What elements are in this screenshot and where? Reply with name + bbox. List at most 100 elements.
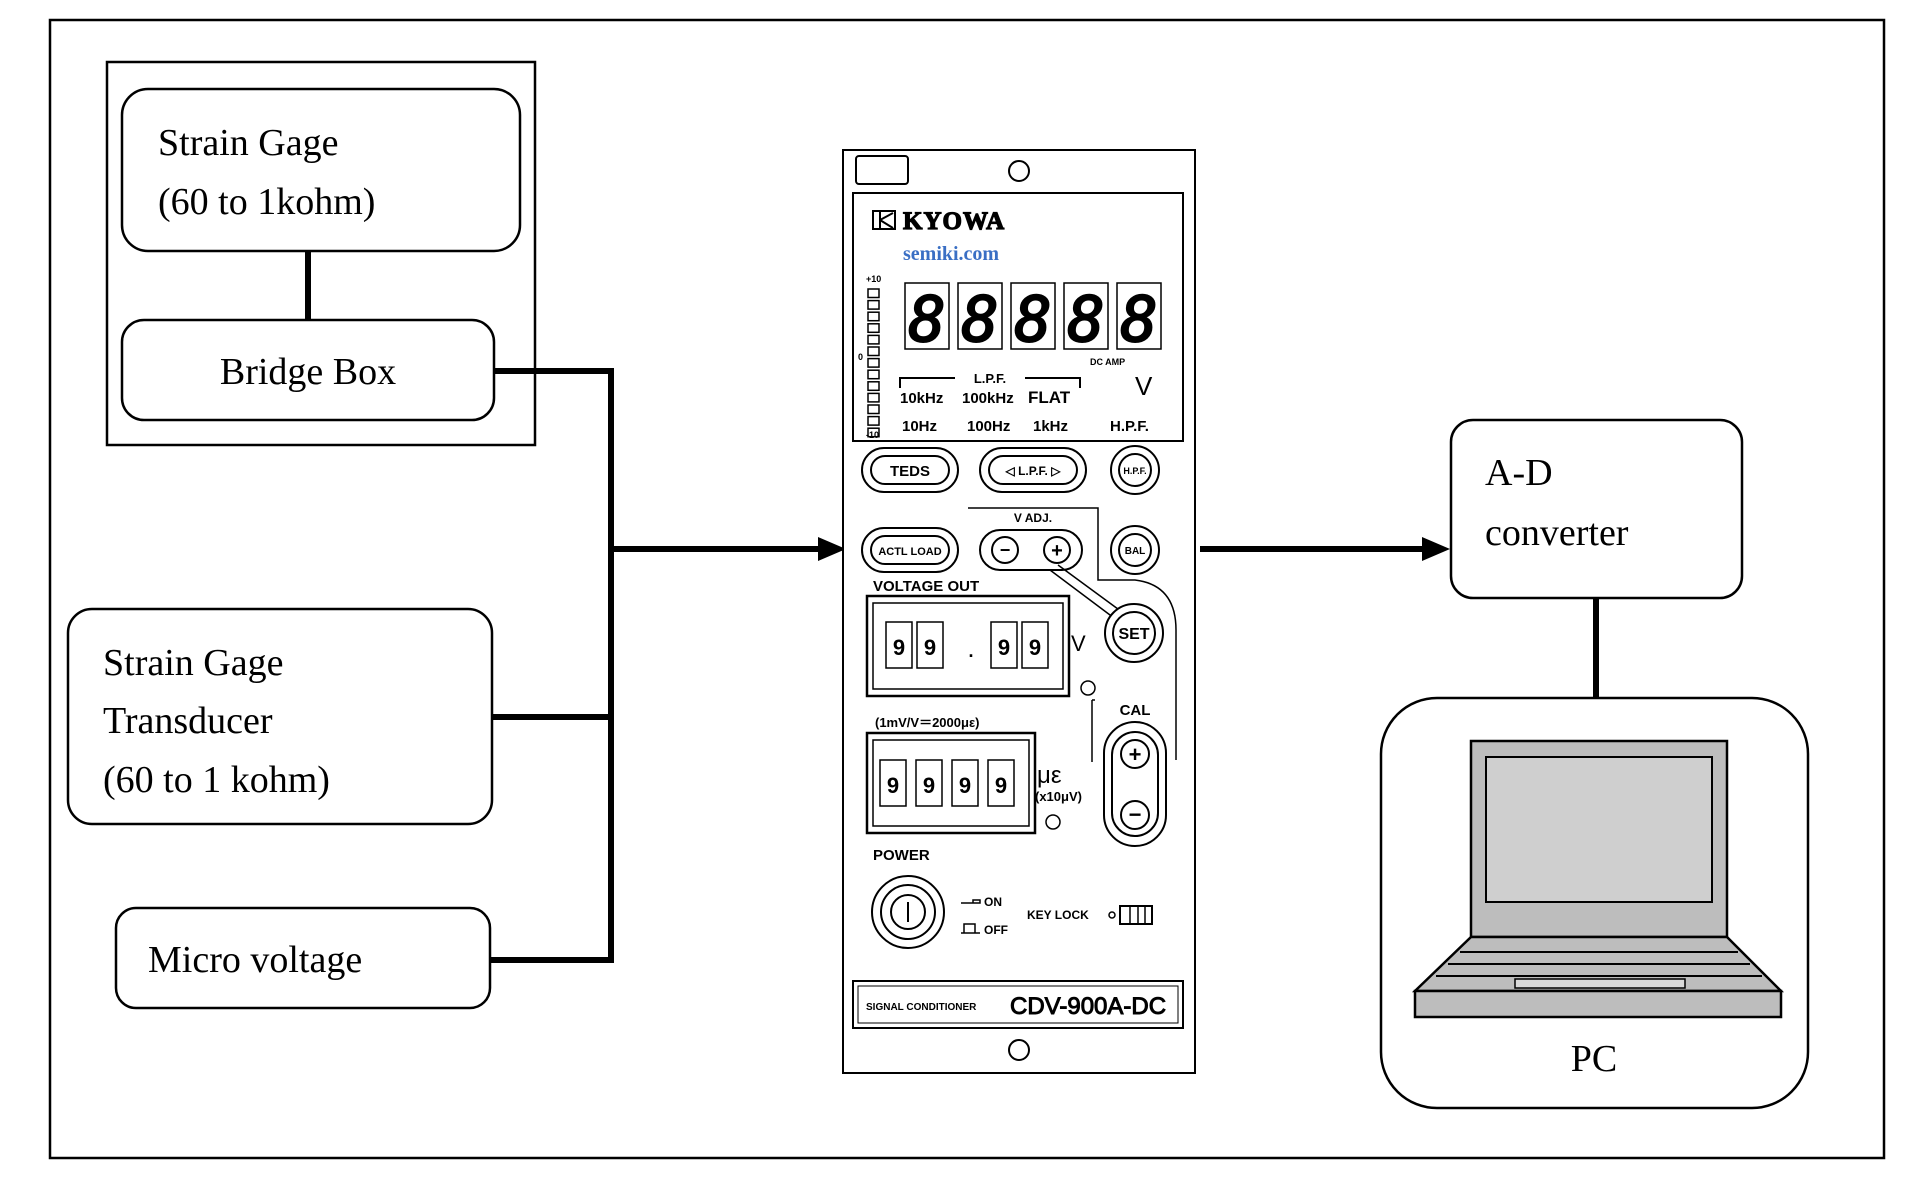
ad-converter-label-2: converter [1485, 512, 1629, 554]
ad-converter-box [1449, 418, 1744, 600]
strain-unit: με [1037, 762, 1062, 789]
dc-amp-label: DC AMP [1090, 357, 1125, 367]
panel-tab [855, 155, 909, 185]
lpf-bracket-label: L.P.F. [974, 371, 1006, 386]
voltage-digit: 9 [893, 635, 905, 660]
hpf-button[interactable]: H.P.F. [1110, 445, 1160, 495]
level-bar-cell [867, 427, 880, 438]
seven-segment-digit-frame [1063, 282, 1109, 350]
svg-text:−: − [1000, 540, 1011, 560]
voltage-out-label: VOLTAGE OUT [873, 578, 979, 595]
voltage-indicator-led [1080, 680, 1096, 696]
actl-load-button[interactable]: ACTL LOAD [861, 527, 959, 573]
power-on-label: ON [984, 895, 1002, 909]
level-bar-cell [867, 346, 880, 357]
transducer-label-2: Transducer [103, 700, 273, 742]
footer-small-label: SIGNAL CONDITIONER [866, 1002, 977, 1013]
seven-segment-digit-frame [1116, 282, 1162, 350]
power-switch[interactable] [871, 875, 945, 949]
strain-digit: 9 [995, 773, 1007, 798]
strain-digit: 9 [923, 773, 935, 798]
svg-text:H.P.F.: H.P.F. [1123, 466, 1146, 476]
voltage-digit-window [916, 621, 944, 669]
svg-text:ACTL LOAD: ACTL LOAD [878, 546, 941, 558]
v-adj-to-set-line [1049, 564, 1123, 619]
laptop-icon [1411, 739, 1785, 1019]
micro-voltage-label: Micro voltage [148, 939, 362, 981]
seven-segment-digit: 8 [908, 283, 945, 356]
strain-gage-label-1: Strain Gage [158, 122, 338, 164]
bar-mid-label: 0 [858, 352, 863, 362]
strain-digit: 9 [959, 773, 971, 798]
bar-top-label: +10 [866, 274, 881, 284]
svg-text:+: + [1129, 742, 1142, 767]
lpf-bracket [899, 377, 1081, 388]
strain-digit: 9 [887, 773, 899, 798]
level-bar-cell [867, 334, 880, 345]
strain-digit-window [915, 759, 943, 807]
bridge-box-label: Bridge Box [220, 351, 396, 393]
cal-plus-button[interactable] [1120, 739, 1150, 769]
cal-stepper[interactable]: + − [1103, 721, 1167, 847]
key-lock-label: KEY LOCK [1027, 908, 1089, 922]
level-bar-cell [867, 311, 880, 322]
cal-minus-button[interactable] [1120, 800, 1150, 830]
level-bar [867, 288, 880, 438]
bar-bottom-label: -10 [866, 430, 879, 440]
panel-screw-bottom [1008, 1039, 1030, 1061]
filter-10hz: 10Hz [902, 418, 937, 435]
set-button[interactable]: SET [1104, 603, 1164, 663]
voltage-digit: 9 [998, 635, 1010, 660]
key-lock-switch[interactable] [1119, 905, 1153, 925]
panel-screw-top [1008, 160, 1030, 182]
seven-segment-digit-frame [957, 282, 1003, 350]
teds-button[interactable]: TEDS [861, 447, 959, 493]
lpf-button[interactable]: ◁ L.P.F. ▷ [979, 447, 1087, 493]
filter-hpf: H.P.F. [1110, 418, 1149, 435]
level-bar-cell [867, 357, 880, 368]
bal-button[interactable]: BAL [1110, 525, 1160, 575]
voltage-digit-window [1021, 621, 1049, 669]
svg-text:◁ L.P.F. ▷: ◁ L.P.F. ▷ [1005, 464, 1062, 478]
source-connectors [490, 368, 820, 963]
voltage-dot: . [968, 641, 973, 661]
bridge-group-frame [105, 60, 537, 447]
svg-text:−: − [1129, 802, 1142, 827]
transducer-label-1: Strain Gage [103, 642, 283, 684]
power-label: POWER [873, 847, 930, 864]
footer-plate [852, 980, 1184, 1029]
cal-outline [1091, 699, 1095, 762]
v-adj-label: V ADJ. [1014, 511, 1052, 525]
cal-label: CAL [1120, 702, 1151, 719]
v-adj-stepper[interactable]: − + [979, 529, 1083, 571]
display-unit-v: V [1135, 371, 1153, 401]
power-on-symbol [961, 899, 981, 904]
level-bar-cell [867, 369, 880, 380]
filter-1khz: 1kHz [1033, 418, 1068, 435]
strain-digit-window [951, 759, 979, 807]
v-adj-plus-button[interactable] [1043, 536, 1071, 564]
seven-segment-digit: 8 [1120, 283, 1157, 356]
v-adj-outline [968, 507, 1177, 760]
svg-text:TEDS: TEDS [890, 463, 930, 480]
pc-label: PC [1571, 1038, 1617, 1080]
level-bar-cell [867, 381, 880, 392]
filter-100khz: 100kHz [962, 390, 1014, 407]
strain-digit-window [879, 759, 907, 807]
ad-converter-label-1: A-D [1485, 452, 1553, 494]
level-bar-cell [867, 288, 880, 299]
power-off-symbol [961, 923, 980, 934]
ratio-label: (1mV/V＝2000με) [875, 715, 979, 730]
svg-text:+: + [1051, 540, 1063, 562]
transducer-label-3: (60 to 1 kohm) [103, 759, 330, 801]
level-bar-cell [867, 415, 880, 426]
svg-text:BAL: BAL [1125, 546, 1146, 557]
kyowa-logo: KYOWA [872, 207, 1005, 236]
strain-gage-label-2: (60 to 1kohm) [158, 181, 375, 223]
v-adj-minus-button[interactable] [991, 536, 1019, 564]
footer-plate-inner [857, 985, 1179, 1024]
